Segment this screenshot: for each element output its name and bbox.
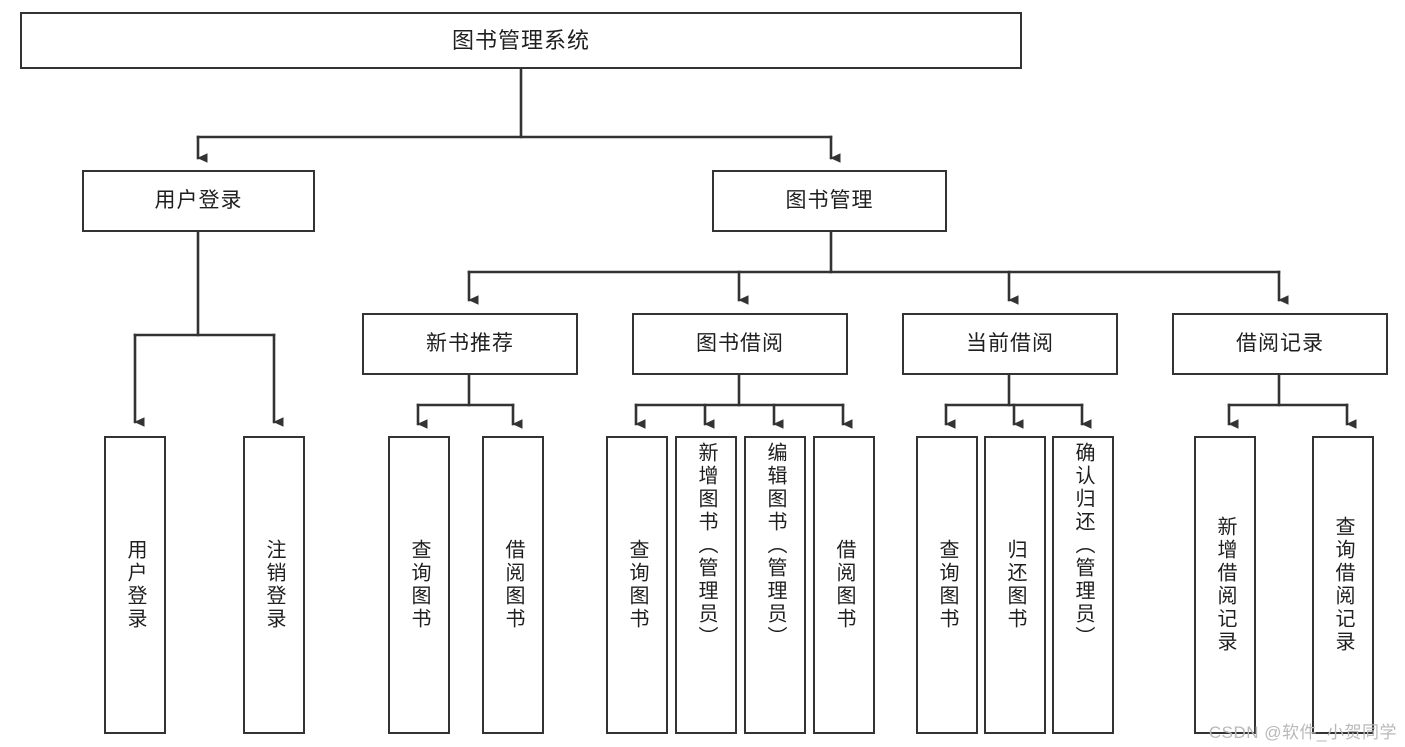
node-label: 用户登录 <box>124 539 146 631</box>
node-label: 归还图书 <box>1004 539 1026 631</box>
node-root-system[interactable]: 图书管理系统 <box>20 12 1022 69</box>
node-label: 当前借阅 <box>966 331 1054 355</box>
node-book-management[interactable]: 图书管理 <box>712 170 947 232</box>
leaf-current-borrow-confirm-return-admin[interactable]: 确认归还（管理员） <box>1052 436 1114 734</box>
node-label: 确认归还（管理员） <box>1072 442 1094 649</box>
leaf-current-borrow-query-book[interactable]: 查询图书 <box>916 436 978 734</box>
node-user-login[interactable]: 用户登录 <box>82 170 315 232</box>
node-book-borrow[interactable]: 图书借阅 <box>632 313 848 375</box>
leaf-book-borrow-edit-book-admin[interactable]: 编辑图书（管理员） <box>744 436 806 734</box>
node-new-book-recommend[interactable]: 新书推荐 <box>362 313 578 375</box>
node-label: 图书管理系统 <box>451 27 590 53</box>
leaf-new-book-borrow-book[interactable]: 借阅图书 <box>482 436 544 734</box>
node-label: 查询图书 <box>408 539 430 631</box>
node-label: 查询借阅记录 <box>1332 516 1354 654</box>
leaf-book-borrow-borrow-book[interactable]: 借阅图书 <box>813 436 875 734</box>
leaf-borrow-record-query-record[interactable]: 查询借阅记录 <box>1312 436 1374 734</box>
node-label: 用户登录 <box>154 188 243 212</box>
node-label: 注销登录 <box>263 539 285 631</box>
node-label: 编辑图书（管理员） <box>764 442 786 649</box>
node-label: 新书推荐 <box>426 331 514 355</box>
leaf-book-borrow-add-book-admin[interactable]: 新增图书（管理员） <box>675 436 737 734</box>
leaf-new-book-query-book[interactable]: 查询图书 <box>388 436 450 734</box>
leaf-user-login-login[interactable]: 用户登录 <box>104 436 166 734</box>
leaf-current-borrow-return-book[interactable]: 归还图书 <box>984 436 1046 734</box>
node-label: 查询图书 <box>626 539 648 631</box>
node-current-borrow[interactable]: 当前借阅 <box>902 313 1118 375</box>
leaf-borrow-record-add-record[interactable]: 新增借阅记录 <box>1194 436 1256 734</box>
node-label: 新增借阅记录 <box>1214 516 1236 654</box>
node-borrow-record[interactable]: 借阅记录 <box>1172 313 1388 375</box>
node-label: 查询图书 <box>936 539 958 631</box>
leaf-book-borrow-query-book[interactable]: 查询图书 <box>606 436 668 734</box>
csdn-watermark: CSDN @软件_小贺同学 <box>1208 723 1397 742</box>
node-label: 新增图书（管理员） <box>695 442 717 649</box>
leaf-user-login-logout[interactable]: 注销登录 <box>243 436 305 734</box>
node-label: 图书借阅 <box>696 331 784 355</box>
node-label: 借阅图书 <box>833 539 855 631</box>
node-label: 借阅图书 <box>502 539 524 631</box>
node-label: 图书管理 <box>785 188 874 212</box>
node-label: 借阅记录 <box>1236 331 1324 355</box>
